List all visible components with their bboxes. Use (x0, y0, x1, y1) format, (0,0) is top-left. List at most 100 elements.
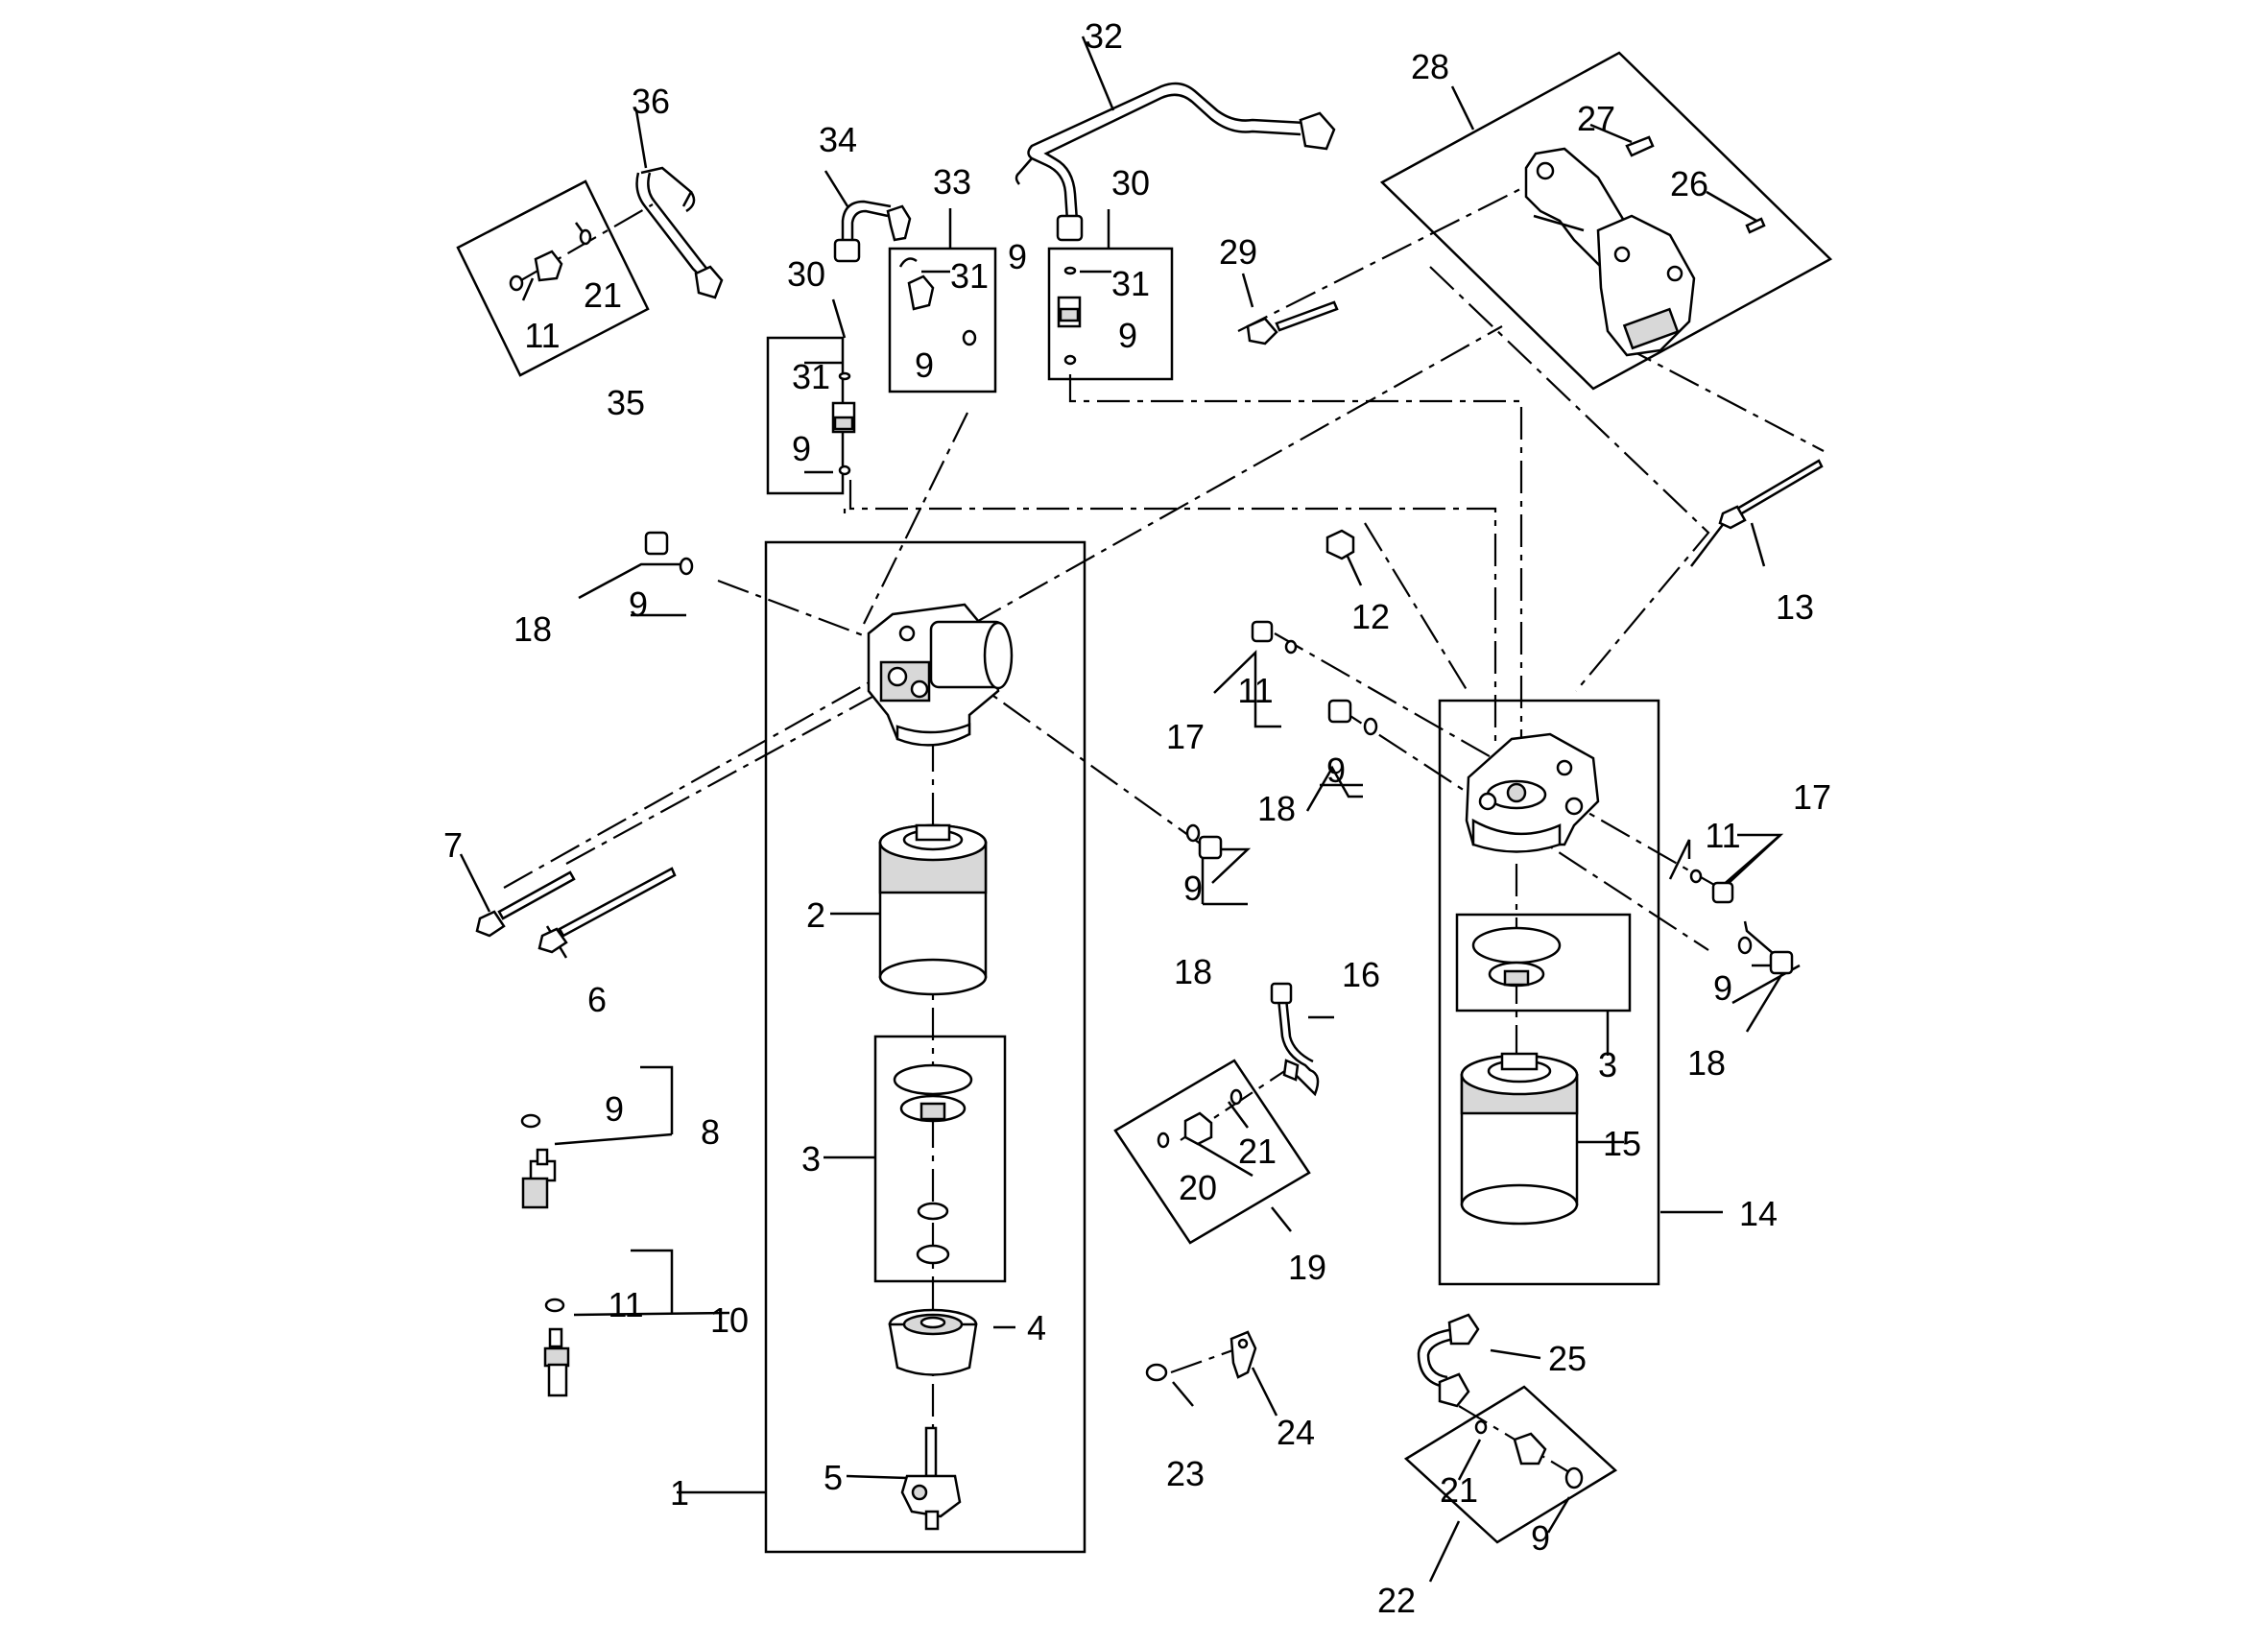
callout-22: 22 (1377, 1581, 1416, 1620)
callout-19: 19 (1288, 1248, 1326, 1287)
box-kit-22 (1403, 1385, 1618, 1544)
callout-31-kit30-left: 31 (792, 357, 830, 396)
callout-5: 5 (824, 1458, 843, 1497)
callout-32: 32 (1085, 16, 1123, 56)
callout-20: 20 (1179, 1168, 1217, 1207)
bolt-18-center (1185, 823, 1223, 860)
callout-11-kit10: 11 (608, 1285, 643, 1324)
box-kit-33 (888, 247, 997, 393)
fitting-kit-30-right (1057, 266, 1082, 366)
callout-9-center: 9 (1183, 869, 1203, 908)
callout-9-kit22: 9 (1531, 1518, 1550, 1558)
callout-17-right: 17 (1793, 777, 1831, 817)
callout-2: 2 (806, 895, 825, 935)
callout-9-kit33: 9 (915, 345, 934, 385)
callout-17-upper: 17 (1166, 717, 1205, 756)
callout-11-kit35: 11 (524, 316, 560, 355)
fuel-line-34 (833, 200, 912, 263)
callout-12: 12 (1351, 597, 1390, 636)
seal-kit-left (893, 1063, 973, 1265)
callout-9-kit8: 9 (605, 1089, 624, 1129)
callout-11-right: 11 (1705, 816, 1740, 855)
filter-head-right (1465, 732, 1600, 853)
callout-14: 14 (1739, 1194, 1778, 1233)
callout-21-kit19: 21 (1238, 1132, 1277, 1171)
callout-25: 25 (1548, 1339, 1587, 1378)
callout-7: 7 (443, 825, 463, 865)
bolt-17-upper (1251, 620, 1298, 655)
fuel-line-32 (1015, 82, 1336, 242)
bolt-17-right (1689, 869, 1734, 904)
callout-6: 6 (587, 980, 607, 1019)
filter-head-housing (867, 603, 1014, 747)
box-kit-3-left (873, 1035, 1007, 1283)
callout-4: 4 (1027, 1308, 1046, 1347)
box-kit-35 (456, 179, 650, 377)
callout-11-upper: 11 (1237, 671, 1273, 710)
group-boxes (456, 51, 1833, 1554)
callout-33: 33 (933, 162, 971, 202)
callout-34: 34 (819, 120, 857, 159)
callout-30-right: 30 (1111, 163, 1150, 203)
callout-9-kit30-left: 9 (792, 429, 811, 468)
box-kit-3-right (1455, 913, 1632, 1013)
callout-9-kit30-right: 9 (1118, 316, 1137, 355)
fitting-kit-35 (509, 228, 592, 292)
callout-10: 10 (710, 1300, 749, 1340)
callout-9-kit35: 9 (1008, 237, 1027, 276)
callout-3-left: 3 (801, 1139, 821, 1179)
callout-36: 36 (632, 82, 670, 121)
filter-bowl (888, 1308, 978, 1376)
bolt-18-mid-right (1327, 699, 1378, 736)
callout-21-kit35: 21 (584, 275, 622, 315)
callout-26: 26 (1670, 164, 1708, 203)
fuel-line-25 (1417, 1313, 1480, 1408)
clip-24 (1229, 1330, 1257, 1379)
callout-35: 35 (607, 383, 645, 422)
bolt-13 (1718, 459, 1824, 530)
fitting-20 (1157, 1088, 1243, 1149)
box-kit-30-right (1047, 247, 1174, 381)
callout-16: 16 (1342, 955, 1380, 994)
callout-9-far-right: 9 (1713, 968, 1732, 1008)
box-kit-19 (1113, 1059, 1311, 1245)
callout-13: 13 (1776, 587, 1814, 627)
fitting-kit-33 (898, 257, 977, 346)
parts (475, 82, 1824, 1531)
nut-12 (1325, 529, 1355, 560)
callout-9-mid-right: 9 (1326, 751, 1346, 790)
dowel-26 (1745, 217, 1766, 234)
callout-8: 8 (701, 1112, 720, 1152)
drain-valve (900, 1426, 962, 1531)
bolt-29 (1246, 300, 1339, 345)
callout-3-right: 3 (1598, 1045, 1617, 1084)
bolt-18-far-right (1737, 936, 1794, 975)
callout-31-kit33: 31 (950, 256, 989, 296)
callout-30-left: 30 (787, 254, 825, 294)
callout-18-left: 18 (513, 609, 552, 649)
mounting-bracket-28 (1524, 147, 1696, 357)
callout-29: 29 (1219, 232, 1257, 272)
callout-15: 15 (1603, 1124, 1641, 1163)
sensor-8 (520, 1113, 557, 1209)
callout-24: 24 (1277, 1413, 1315, 1452)
pin-27 (1625, 135, 1655, 157)
box-bracket-28 (1379, 51, 1833, 391)
sensor-10 (543, 1298, 570, 1397)
callout-1: 1 (670, 1473, 689, 1513)
callout-28: 28 (1411, 47, 1449, 86)
box-assembly-1 (764, 540, 1086, 1554)
bolt-long-7 (475, 870, 576, 938)
callout-27: 27 (1577, 99, 1615, 138)
callouts: 1 2 3 3 4 5 6 7 8 9 9 9 9 9 9 9 9 9 9 10… (443, 16, 1831, 1620)
callout-9-left: 9 (629, 584, 648, 624)
leader-lines (459, 36, 1801, 1583)
callout-21-kit22: 21 (1440, 1470, 1478, 1510)
bolt-long-6 (537, 867, 677, 954)
filter-element-right (1460, 1052, 1579, 1226)
seal-kit-right (1471, 926, 1562, 988)
filter-element (878, 823, 988, 996)
callout-18-mid-right: 18 (1257, 789, 1296, 828)
box-assembly-14 (1438, 699, 1660, 1286)
